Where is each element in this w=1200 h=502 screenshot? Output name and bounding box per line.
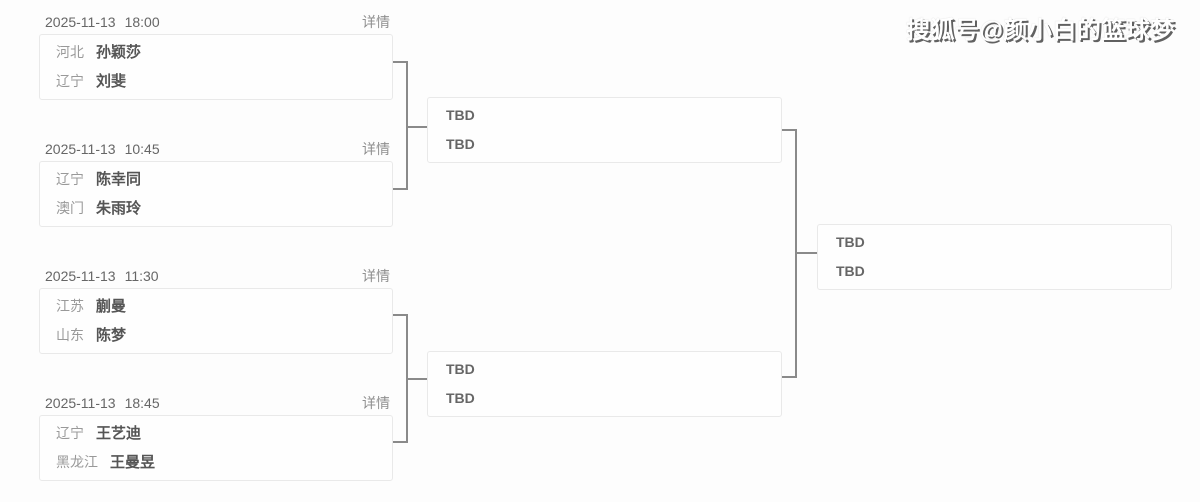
match-time: 11:30 bbox=[124, 268, 159, 284]
connector-stub-semifinal-2 bbox=[408, 378, 427, 380]
connector-bracket-right bbox=[782, 129, 797, 378]
player-row: 河北 孙颖莎 bbox=[56, 44, 392, 61]
match-date: 2025-11-13 bbox=[45, 141, 116, 157]
tbd-slot: TBD bbox=[446, 107, 475, 123]
semifinal-box-2: TBD TBD bbox=[427, 351, 782, 417]
player-region: 黑龙江 bbox=[56, 454, 98, 470]
player-name: 刘斐 bbox=[96, 73, 127, 90]
match-card-3: 2025-11-13 11:30 详情 江苏 蒯曼 山东 陈梦 bbox=[39, 266, 393, 354]
tbd-slot: TBD bbox=[836, 234, 865, 250]
semifinal-box-1: TBD TBD bbox=[427, 97, 782, 163]
player-name: 孙颖莎 bbox=[96, 44, 142, 61]
match-header: 2025-11-13 18:00 详情 bbox=[39, 12, 393, 32]
tbd-slot: TBD bbox=[836, 263, 865, 279]
tbd-slot: TBD bbox=[446, 390, 475, 406]
player-row: 辽宁 王艺迪 bbox=[56, 425, 392, 442]
player-name: 王曼昱 bbox=[110, 454, 156, 471]
match-datetime: 2025-11-13 18:45 bbox=[45, 395, 160, 411]
match-box: 江苏 蒯曼 山东 陈梦 bbox=[39, 288, 393, 354]
details-link[interactable]: 详情 bbox=[362, 14, 390, 30]
player-row: 山东 陈梦 bbox=[56, 327, 392, 344]
player-row: 澳门 朱雨玲 bbox=[56, 200, 392, 217]
player-row: 辽宁 陈幸同 bbox=[56, 171, 392, 188]
details-link[interactable]: 详情 bbox=[362, 395, 390, 411]
sohu-watermark: 搜狐号@颜小白的篮球梦 bbox=[906, 17, 1175, 44]
match-datetime: 2025-11-13 18:00 bbox=[45, 14, 160, 30]
match-box: 河北 孙颖莎 辽宁 刘斐 bbox=[39, 34, 393, 100]
match-box: 辽宁 陈幸同 澳门 朱雨玲 bbox=[39, 161, 393, 227]
player-name: 王艺迪 bbox=[96, 425, 142, 442]
match-date: 2025-11-13 bbox=[45, 268, 116, 284]
match-datetime: 2025-11-13 10:45 bbox=[45, 141, 160, 157]
player-name: 蒯曼 bbox=[96, 298, 127, 315]
connector-stub-semifinal-1 bbox=[408, 126, 427, 128]
match-header: 2025-11-13 18:45 详情 bbox=[39, 393, 393, 413]
tbd-slot: TBD bbox=[446, 136, 475, 152]
match-date: 2025-11-13 bbox=[45, 14, 116, 30]
match-date: 2025-11-13 bbox=[45, 395, 116, 411]
connector-stub-final bbox=[797, 252, 817, 254]
match-card-4: 2025-11-13 18:45 详情 辽宁 王艺迪 黑龙江 王曼昱 bbox=[39, 393, 393, 481]
details-link[interactable]: 详情 bbox=[362, 141, 390, 157]
player-region: 辽宁 bbox=[56, 171, 84, 187]
player-region: 辽宁 bbox=[56, 425, 84, 441]
match-header: 2025-11-13 11:30 详情 bbox=[39, 266, 393, 286]
player-region: 山东 bbox=[56, 327, 84, 343]
player-row: 江苏 蒯曼 bbox=[56, 298, 392, 315]
tbd-slot: TBD bbox=[446, 361, 475, 377]
match-card-1: 2025-11-13 18:00 详情 河北 孙颖莎 辽宁 刘斐 bbox=[39, 12, 393, 100]
match-box: 辽宁 王艺迪 黑龙江 王曼昱 bbox=[39, 415, 393, 481]
match-header: 2025-11-13 10:45 详情 bbox=[39, 139, 393, 159]
details-link[interactable]: 详情 bbox=[362, 268, 390, 284]
player-region: 辽宁 bbox=[56, 73, 84, 89]
player-name: 陈梦 bbox=[96, 327, 127, 344]
player-row: 黑龙江 王曼昱 bbox=[56, 454, 392, 471]
match-card-2: 2025-11-13 10:45 详情 辽宁 陈幸同 澳门 朱雨玲 bbox=[39, 139, 393, 227]
player-region: 江苏 bbox=[56, 298, 84, 314]
match-time: 18:45 bbox=[124, 395, 160, 411]
player-region: 澳门 bbox=[56, 200, 84, 216]
player-region: 河北 bbox=[56, 44, 84, 60]
connector-bracket-top-left bbox=[393, 61, 408, 190]
match-time: 10:45 bbox=[124, 141, 160, 157]
match-datetime: 2025-11-13 11:30 bbox=[45, 268, 159, 284]
match-time: 18:00 bbox=[124, 14, 160, 30]
connector-bracket-bottom-left bbox=[393, 314, 408, 443]
player-name: 陈幸同 bbox=[96, 171, 142, 188]
player-row: 辽宁 刘斐 bbox=[56, 73, 392, 90]
final-box: TBD TBD bbox=[817, 224, 1172, 290]
player-name: 朱雨玲 bbox=[96, 200, 142, 217]
